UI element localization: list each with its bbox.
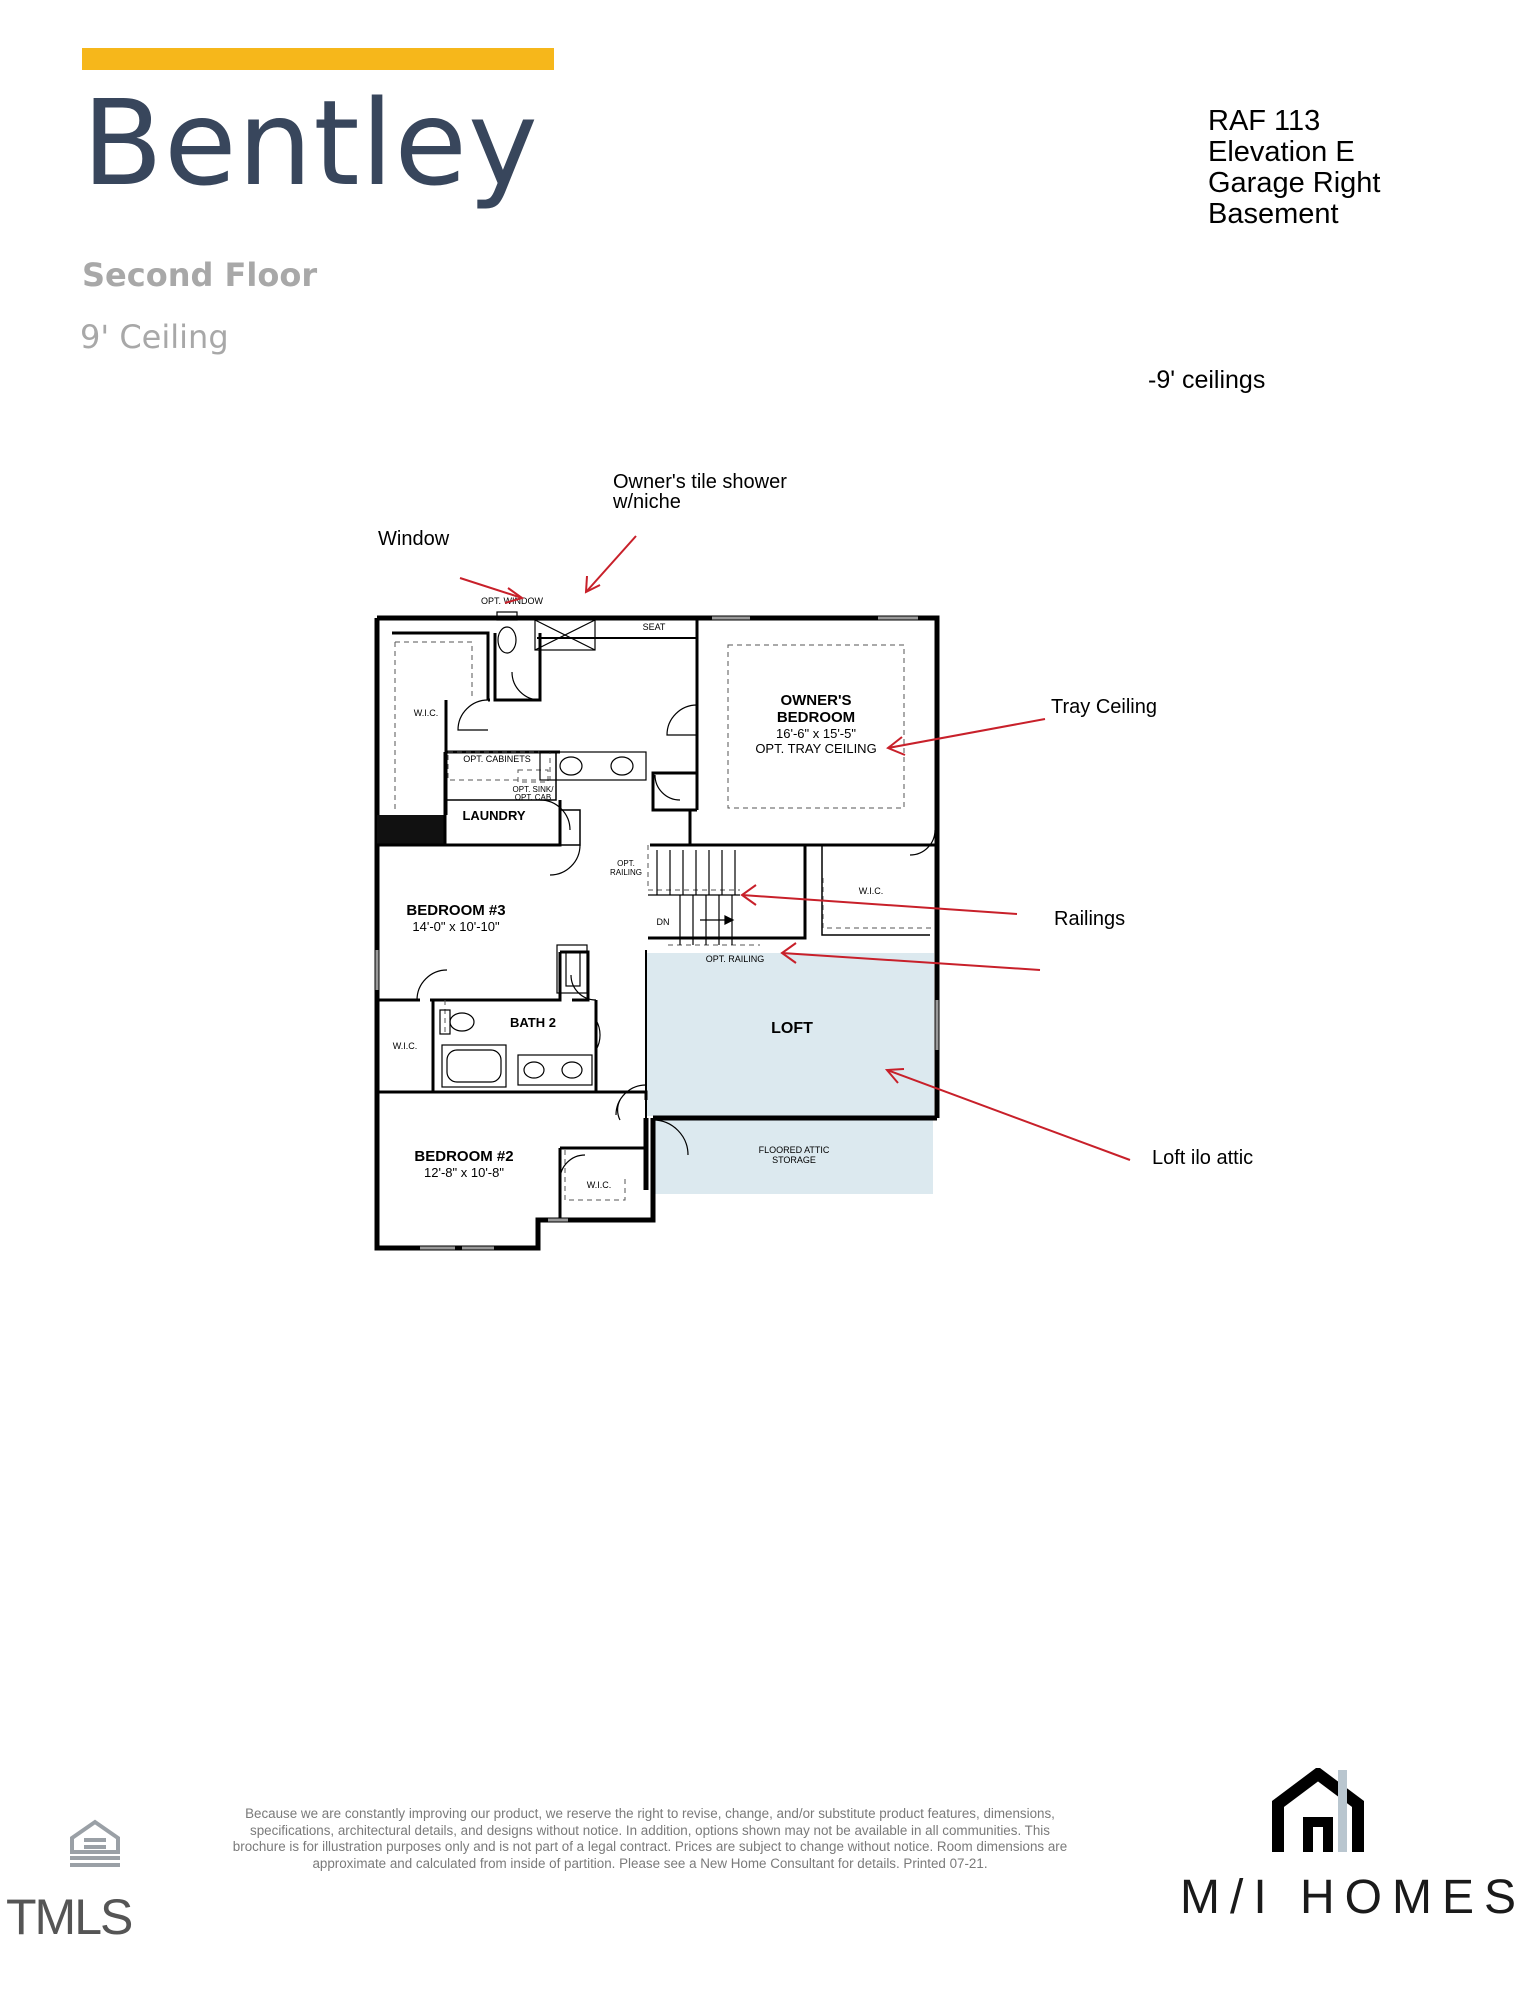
opt-railing-label: RAILING xyxy=(610,868,642,877)
opt-tray-label: OPT. TRAY CEILING xyxy=(755,741,876,756)
mi-homes-logo-icon xyxy=(1272,1768,1364,1852)
plan-info: RAF 113 Elevation E Garage Right Basemen… xyxy=(1208,106,1381,230)
legal-disclaimer: Because we are constantly improving our … xyxy=(232,1806,1068,1871)
stairs xyxy=(648,850,740,945)
window-annotation: Window xyxy=(378,528,450,550)
owners-bedroom-label: BEDROOM xyxy=(777,709,855,726)
tray-ceiling-annotation: Tray Ceiling xyxy=(1051,696,1157,718)
dashed-lines xyxy=(394,641,932,1201)
opt-sink-label: OPT. CAB xyxy=(515,793,551,802)
bedroom3-dims: 14'-0" x 10'-10" xyxy=(412,919,500,934)
owners-bedroom-label: OWNER'S xyxy=(780,692,851,709)
tmls-watermark: TMLS xyxy=(6,1889,133,1945)
railings-annotation: Railings xyxy=(1054,908,1126,930)
bedroom2-label: BEDROOM #2 xyxy=(414,1148,513,1165)
opt-sink-label: OPT. SINK/ xyxy=(513,785,555,794)
door-swings xyxy=(416,671,936,1181)
loft-area xyxy=(646,953,934,1116)
annotation-arrows xyxy=(459,535,1131,1161)
bedroom2-dims: 12'-8" x 10'-8" xyxy=(424,1165,504,1180)
plan-info-line: Garage Right xyxy=(1208,167,1381,199)
attic-label: FLOORED ATTIC xyxy=(759,1145,830,1155)
wic-right-label: W.I.C. xyxy=(859,886,884,896)
brand-name: M/I HOMES xyxy=(1180,1871,1527,1924)
shower-annotation: w/niche xyxy=(613,491,681,513)
ceiling-height: 9' Ceiling xyxy=(80,318,229,356)
opt-railing-label: OPT. xyxy=(617,859,635,868)
stairs-down-label: DN xyxy=(657,917,670,927)
plan-info-line: Elevation E xyxy=(1208,136,1355,168)
attic-area xyxy=(653,1118,933,1194)
ceiling-note: -9' ceilings xyxy=(1148,366,1266,394)
loft-attic-annotation: Loft ilo attic xyxy=(1152,1147,1254,1169)
equal-housing-lender-icon xyxy=(70,1819,120,1867)
wic-bed2-label: W.I.C. xyxy=(587,1180,612,1190)
bedroom3-label: BEDROOM #3 xyxy=(406,902,505,919)
page-title: Bentley xyxy=(82,74,539,212)
wic-bed3-label: W.I.C. xyxy=(393,1041,418,1051)
walls xyxy=(374,615,940,1251)
attic-label: STORAGE xyxy=(772,1155,816,1165)
fixtures xyxy=(439,611,647,1088)
accent-bar xyxy=(82,48,554,70)
room-labels: OPT. WINDOW SEAT W.I.C. OWNER'S BEDROOM … xyxy=(393,596,884,1190)
shower-annotation: Owner's tile shower xyxy=(613,471,787,493)
floor-subtitle: Second Floor xyxy=(82,256,318,294)
plan-info-line: RAF 113 xyxy=(1208,105,1321,137)
owners-bedroom-dims: 16'-6" x 15'-5" xyxy=(776,726,856,741)
seat-label: SEAT xyxy=(643,622,666,632)
laundry-label: LAUNDRY xyxy=(462,808,525,823)
opt-railing-bottom-label: OPT. RAILING xyxy=(706,954,765,964)
bath2-label: BATH 2 xyxy=(510,1015,556,1030)
wic-owner-label: W.I.C. xyxy=(414,708,439,718)
loft-label: LOFT xyxy=(771,1020,813,1037)
plan-info-line: Basement xyxy=(1208,198,1339,230)
windows xyxy=(375,616,939,1250)
opt-cabinets-label: OPT. CABINETS xyxy=(463,754,531,764)
